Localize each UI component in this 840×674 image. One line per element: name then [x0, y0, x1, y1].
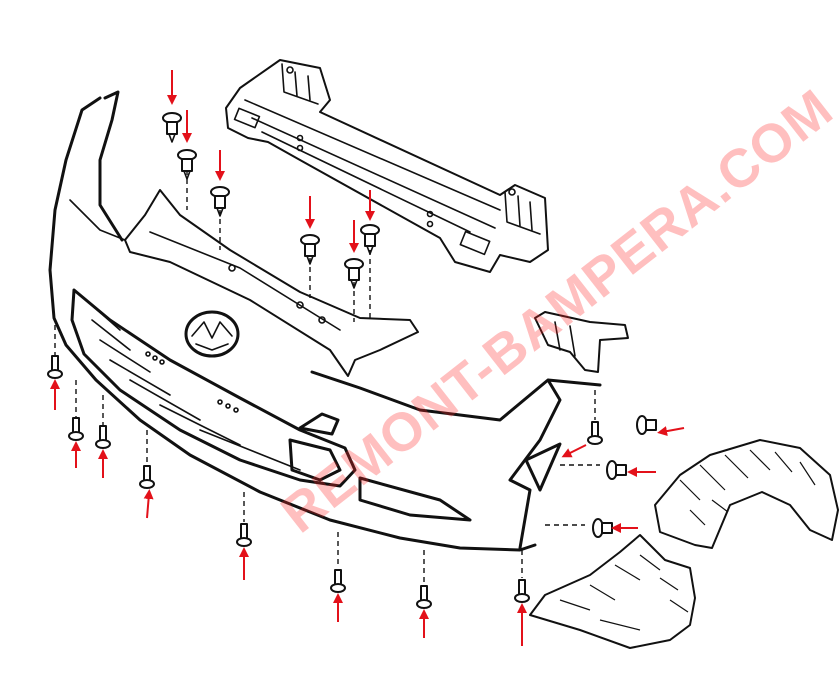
- removal-arrows: [50, 70, 685, 646]
- fasteners: [47, 112, 657, 609]
- fender-liner-rear: [654, 439, 839, 549]
- guide-lines: [54, 170, 600, 584]
- red-arrow-icon: [143, 489, 154, 519]
- red-arrow-icon: [561, 444, 587, 458]
- push-clip-icon[interactable]: [360, 224, 380, 255]
- push-clip-icon[interactable]: [177, 149, 197, 180]
- bumper-reinforcement-beam: [225, 59, 549, 273]
- bolt-icon[interactable]: [330, 569, 346, 593]
- bolt-icon[interactable]: [68, 417, 84, 441]
- upper-support-bracket: [124, 189, 419, 377]
- push-clip-icon[interactable]: [606, 460, 627, 480]
- bolt-icon[interactable]: [95, 425, 111, 449]
- bumper-side-bracket: [534, 311, 629, 373]
- push-clip-icon[interactable]: [636, 415, 657, 435]
- fender-liner-front: [529, 534, 696, 649]
- push-clip-icon[interactable]: [300, 234, 320, 265]
- bolt-icon[interactable]: [139, 465, 155, 489]
- push-clip-icon[interactable]: [210, 186, 230, 217]
- mazda-emblem-icon: [184, 310, 240, 358]
- red-arrow-icon: [657, 426, 685, 437]
- bolt-icon[interactable]: [514, 579, 530, 603]
- bolt-icon[interactable]: [416, 585, 432, 609]
- bolt-icon[interactable]: [236, 523, 252, 547]
- bolt-icon[interactable]: [587, 421, 603, 445]
- push-clip-icon[interactable]: [162, 112, 182, 143]
- push-clip-icon[interactable]: [344, 258, 364, 289]
- push-clip-icon[interactable]: [592, 518, 613, 538]
- bolt-icon[interactable]: [47, 355, 63, 379]
- front-bumper-cover: [48, 90, 602, 552]
